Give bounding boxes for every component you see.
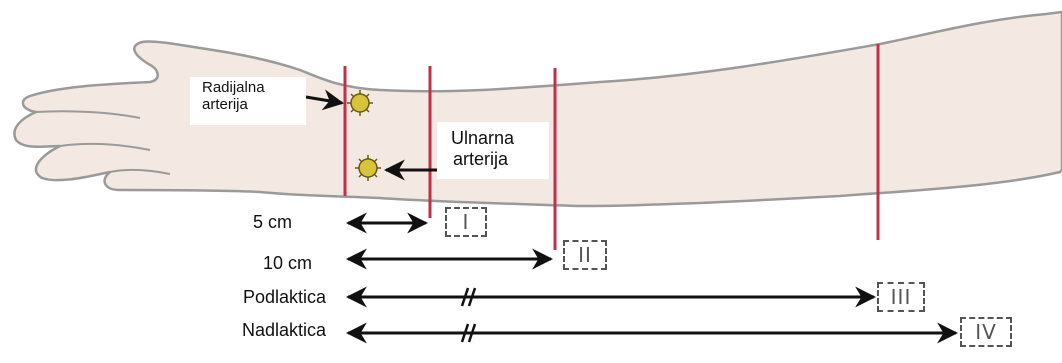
break-mark (460, 287, 477, 307)
radial-artery-label: Radijalna arterija (190, 77, 306, 125)
ulnar-artery-label: Ulnarna arterija (437, 122, 549, 179)
finger-line (35, 110, 141, 119)
zone-3-badge: III (877, 282, 925, 312)
radial-artery-label-line: arterija (202, 96, 248, 114)
zone-1-badge: I (445, 207, 487, 237)
distance-10cm-label: 10 cm (262, 253, 312, 273)
finger-line (59, 142, 151, 151)
finger-line (109, 168, 171, 175)
arm-outline (13, 10, 1062, 208)
ulnar-pulse-icon (355, 155, 381, 181)
forearm-label: Podlaktica (242, 287, 326, 307)
zone-4-badge: IV (960, 317, 1012, 347)
break-mark (460, 323, 477, 343)
ulnar-artery-label-line: Ulnarna (451, 128, 515, 148)
ulnar-artery-label-line: arterija (453, 148, 509, 169)
distance-5cm-label: 5 cm (252, 212, 292, 232)
radial-artery-label-line: Radijalna (202, 79, 265, 96)
radial-pointer-arrow (305, 89, 345, 111)
upper-arm-label: Nadlaktica (241, 320, 326, 340)
zone-2-badge: II (563, 240, 607, 270)
radial-pulse-icon (347, 90, 373, 116)
